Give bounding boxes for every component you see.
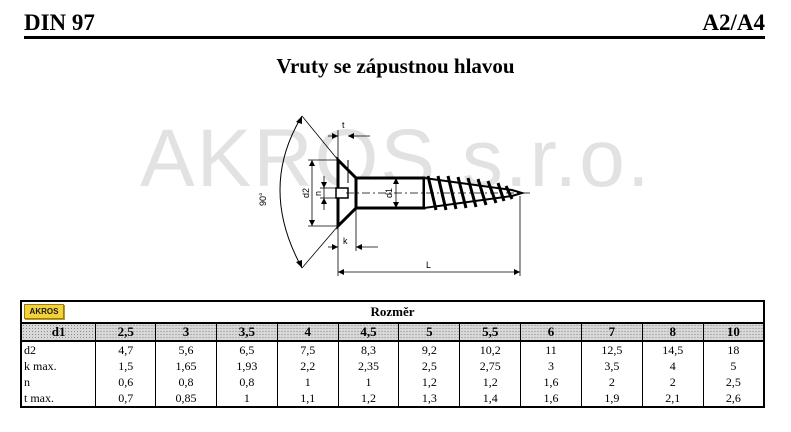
table-title-row: AKROS Rozměr [20, 301, 765, 324]
value-cell: 2,6 [702, 390, 765, 407]
table-row-n: n 0,6 0,8 0,8 1 1 1,2 1,2 1,6 2 2 2,5 [20, 374, 765, 390]
value-cell: 8,3 [337, 341, 400, 358]
size-cell: 4,5 [337, 323, 400, 342]
value-cell: 1,93 [215, 358, 278, 374]
size-header-row: d1 2,5 3 3,5 4 4,5 5 5,5 6 7 8 10 [20, 323, 765, 342]
row-label: d2 [20, 341, 97, 358]
value-cell: 2 [580, 374, 643, 390]
value-cell: 9,2 [398, 341, 461, 358]
value-cell: 4 [641, 358, 704, 374]
value-cell: 2,35 [337, 358, 400, 374]
size-cell: 5,5 [459, 323, 522, 342]
row-label: n [20, 374, 97, 390]
value-cell: 2,5 [398, 358, 461, 374]
value-cell: 0,6 [95, 374, 157, 390]
header-label-d1: d1 [20, 323, 97, 342]
dimensions-table: AKROS Rozměr d1 2,5 3 3,5 4 4,5 5 5,5 6 … [20, 300, 765, 408]
value-cell: 7,5 [276, 341, 339, 358]
dim-label-t: t [342, 120, 345, 130]
value-cell: 5,6 [155, 341, 217, 358]
value-cell: 10,2 [459, 341, 522, 358]
size-cell: 7 [580, 323, 643, 342]
angle-label: 90° [258, 192, 268, 206]
value-cell: 18 [702, 341, 765, 358]
value-cell: 1 [215, 390, 278, 407]
table-row-d2: d2 4,7 5,6 6,5 7,5 8,3 9,2 10,2 11 12,5 … [20, 341, 765, 358]
size-cell: 3 [155, 323, 217, 342]
value-cell: 11 [520, 341, 582, 358]
value-cell: 0,8 [155, 374, 217, 390]
dim-label-n: n [313, 191, 323, 196]
dim-label-L: L [426, 260, 431, 270]
row-label: k max. [20, 358, 97, 374]
table-row-t-max: t max. 0,7 0,85 1 1,1 1,2 1,3 1,4 1,6 1,… [20, 390, 765, 407]
value-cell: 0,7 [95, 390, 157, 407]
value-cell: 1,2 [398, 374, 461, 390]
table-title: Rozměr [370, 304, 415, 319]
value-cell: 2,75 [459, 358, 522, 374]
value-cell: 1 [276, 374, 339, 390]
size-cell: 8 [641, 323, 704, 342]
value-cell: 3 [520, 358, 582, 374]
table-row-k-max: k max. 1,5 1,65 1,93 2,2 2,35 2,5 2,75 3… [20, 358, 765, 374]
document-header: DIN 97 A2/A4 [24, 8, 765, 39]
value-cell: 14,5 [641, 341, 704, 358]
value-cell: 6,5 [215, 341, 278, 358]
value-cell: 2,1 [641, 390, 704, 407]
dim-label-d1: d1 [384, 188, 394, 198]
dim-label-d2: d2 [301, 188, 311, 198]
akros-logo: AKROS [24, 304, 64, 319]
standard-title: DIN 97 [24, 10, 95, 35]
value-cell: 1,2 [337, 390, 400, 407]
value-cell: 1,3 [398, 390, 461, 407]
value-cell: 2,5 [702, 374, 765, 390]
value-cell: 1,9 [580, 390, 643, 407]
row-label: t max. [20, 390, 97, 407]
size-cell: 4 [276, 323, 339, 342]
product-title: Vruty se zápustnou hlavou [276, 54, 515, 78]
value-cell: 12,5 [580, 341, 643, 358]
value-cell: 3,5 [580, 358, 643, 374]
value-cell: 1,1 [276, 390, 339, 407]
value-cell: 1,65 [155, 358, 217, 374]
value-cell: 1,4 [459, 390, 522, 407]
size-cell: 6 [520, 323, 582, 342]
value-cell: 1,6 [520, 374, 582, 390]
size-cell: 2,5 [95, 323, 157, 342]
value-cell: 2,2 [276, 358, 339, 374]
value-cell: 5 [702, 358, 765, 374]
dim-label-k: k [343, 236, 348, 246]
value-cell: 1 [337, 374, 400, 390]
screw-technical-drawing: t d2 n d1 k L 90° [258, 115, 532, 276]
size-cell: 3,5 [215, 323, 278, 342]
value-cell: 2 [641, 374, 704, 390]
value-cell: 1,6 [520, 390, 582, 407]
value-cell: 4,7 [95, 341, 157, 358]
material-grade: A2/A4 [702, 10, 765, 35]
value-cell: 0,85 [155, 390, 217, 407]
size-cell: 5 [398, 323, 461, 342]
value-cell: 1,2 [459, 374, 522, 390]
size-cell: 10 [702, 323, 765, 342]
value-cell: 1,5 [95, 358, 157, 374]
value-cell: 0,8 [215, 374, 278, 390]
